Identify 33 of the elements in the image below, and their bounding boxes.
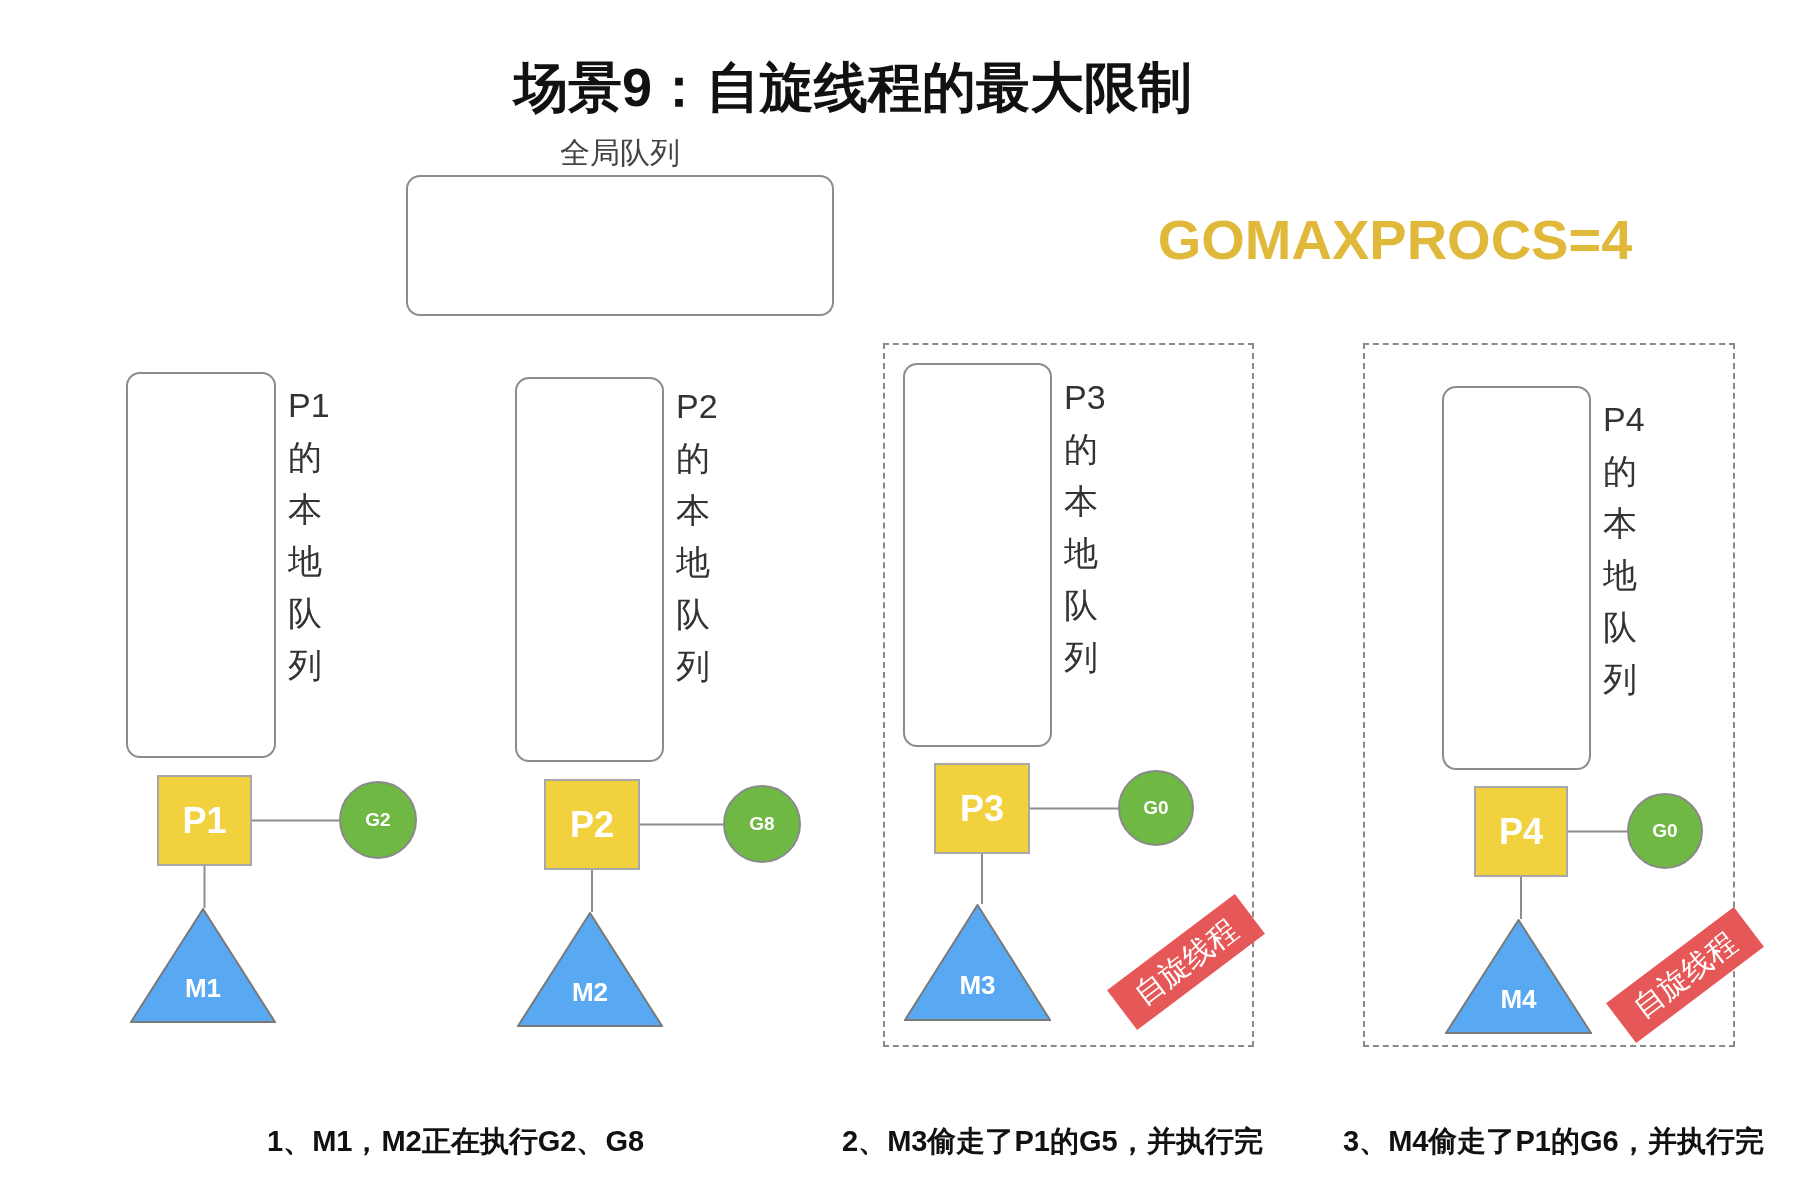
processor-box: P3 xyxy=(934,763,1030,854)
connector-line xyxy=(591,869,593,913)
thread-triangle: M4 xyxy=(1445,919,1592,1034)
queue-label: P1的本地队列 xyxy=(288,385,331,686)
goroutine-circle: G0 xyxy=(1118,770,1194,846)
connector-line xyxy=(203,865,206,909)
processor-box: P2 xyxy=(544,779,640,870)
goroutine-circle: G2 xyxy=(339,781,417,859)
spinning-tag: 自旋线程 xyxy=(1107,893,1265,1031)
connector-line xyxy=(1520,876,1522,920)
queue-label: P2的本地队列 xyxy=(676,386,719,687)
connector-line xyxy=(639,823,724,826)
thread-triangle: M2 xyxy=(517,912,663,1027)
goroutine-circle: G8 xyxy=(723,785,801,863)
spinning-tag: 自旋线程 xyxy=(1606,906,1764,1044)
processor-box: P4 xyxy=(1474,786,1568,877)
queue-label: P4的本地队列 xyxy=(1603,399,1646,700)
connector-line xyxy=(981,853,983,905)
step-caption: 3、M4偷走了P1的G6，并执行完 xyxy=(1343,1124,1764,1159)
title: 场景9：自旋线程的最大限制 xyxy=(511,57,1193,117)
thread-triangle: M1 xyxy=(130,908,276,1023)
thread-triangle: M3 xyxy=(904,904,1051,1021)
connector-line xyxy=(1029,807,1119,810)
step-caption: 1、M1，M2正在执行G2、G8 xyxy=(267,1124,645,1159)
queue-label: 全局队列 xyxy=(559,135,681,171)
config-text: GOMAXPROCS=4 xyxy=(1156,207,1634,273)
goroutine-circle: G0 xyxy=(1627,793,1703,869)
step-caption: 2、M3偷走了P1的G5，并执行完 xyxy=(842,1124,1263,1159)
dashed-frame xyxy=(883,343,1254,1047)
queue-label: P3的本地队列 xyxy=(1064,377,1107,678)
processor-box: P1 xyxy=(157,775,252,866)
connector-line xyxy=(1567,830,1628,833)
connector-line xyxy=(251,819,340,822)
